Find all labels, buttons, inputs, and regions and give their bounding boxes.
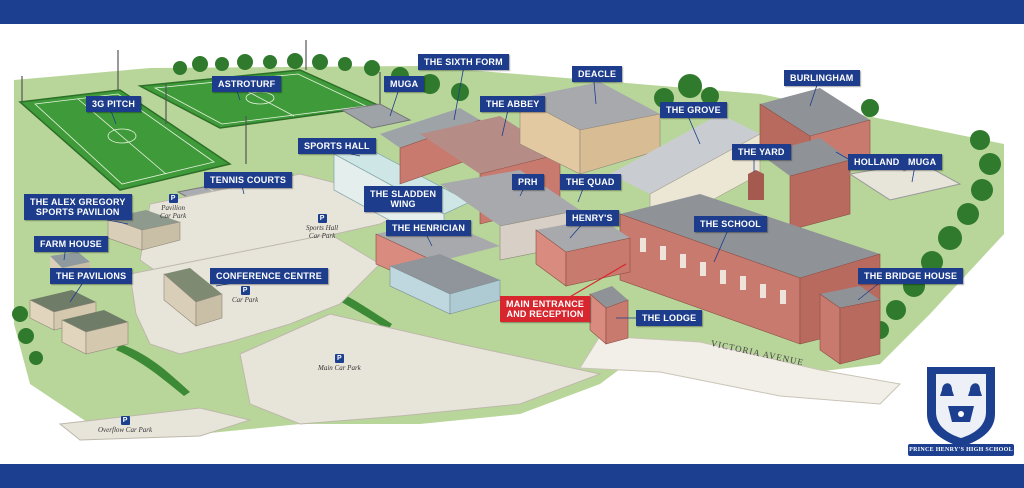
conference-car-park: P Car Park <box>232 286 258 304</box>
label-alex-gregory-line2: SPORTS PAVILION <box>35 207 120 217</box>
campus-map: 3G PITCH ASTROTURF THE SIXTH FORM MUGA D… <box>0 24 1024 464</box>
parking-icon: P <box>317 214 327 223</box>
label-sladden-wing[interactable]: THE SLADDEN WING <box>364 186 443 212</box>
label-holland[interactable]: HOLLAND <box>848 154 906 170</box>
pavilion-car-park: P Pavilion Car Park <box>160 194 186 220</box>
crest-ribbon: PRINCE HENRY'S HIGH SCHOOL <box>908 444 1014 456</box>
label-bridge-house[interactable]: THE BRIDGE HOUSE <box>858 268 964 284</box>
building-pavilions <box>29 290 129 355</box>
label-main-entrance[interactable]: MAIN ENTRANCE AND RECEPTION <box>500 296 591 322</box>
conference-car-park-label: Car Park <box>232 296 259 304</box>
parking-icon: P <box>120 416 130 425</box>
label-alex-gregory[interactable]: THE ALEX GREGORY SPORTS PAVILION <box>24 194 132 220</box>
parking-icon: P <box>240 286 250 295</box>
building-holland <box>760 138 851 231</box>
label-deacle[interactable]: DEACLE <box>572 66 623 82</box>
label-the-school[interactable]: THE SCHOOL <box>694 216 768 232</box>
label-leaders <box>63 65 917 319</box>
label-burlingham[interactable]: BURLINGHAM <box>784 70 860 86</box>
label-main-entrance-line1: MAIN ENTRANCE <box>506 299 585 309</box>
label-main-entrance-line2: AND RECEPTION <box>506 309 584 319</box>
sports-hall-car-park-line2: Car Park <box>308 232 336 240</box>
top-banner <box>0 0 1024 24</box>
label-astroturf[interactable]: ASTROTURF <box>212 76 282 92</box>
label-the-quad[interactable]: THE QUAD <box>560 174 621 190</box>
bottom-banner <box>0 464 1024 488</box>
sports-hall-car-park-line1: Sports Hall <box>306 224 339 232</box>
building-conference-centre <box>163 268 223 327</box>
label-tennis-courts[interactable]: TENNIS COURTS <box>204 172 293 188</box>
pitch-astroturf <box>137 69 383 129</box>
label-prh[interactable]: PRH <box>512 174 544 190</box>
label-the-henrician[interactable]: THE HENRICIAN <box>386 220 472 236</box>
sports-hall-car-park: P Sports Hall Car Park <box>306 214 338 240</box>
pavilion-car-park-line1: Pavilion <box>161 204 185 212</box>
school-crest: PRINCE HENRY'S HIGH SCHOOL <box>908 362 1014 462</box>
entrance-pointer <box>567 263 627 299</box>
tree-line-left <box>12 306 43 365</box>
label-sladden-line2: WING <box>390 199 416 209</box>
label-the-lodge[interactable]: THE LODGE <box>636 310 703 326</box>
label-the-grove[interactable]: THE GROVE <box>660 102 727 118</box>
building-bridge-house <box>819 286 881 365</box>
label-alex-gregory-line1: THE ALEX GREGORY <box>30 197 126 207</box>
victoria-avenue-road <box>579 335 902 405</box>
label-muga-right[interactable]: MUGA <box>902 154 943 170</box>
label-henrys[interactable]: HENRY'S <box>566 210 619 226</box>
overflow-car-park-label: Overflow Car Park <box>98 426 153 434</box>
pavilion-car-park-line2: Car Park <box>160 212 187 220</box>
label-the-pavilions[interactable]: THE PAVILIONS <box>50 268 133 284</box>
label-the-abbey[interactable]: THE ABBEY <box>480 96 546 112</box>
overflow-car-park: P Overflow Car Park <box>98 416 152 434</box>
tree-line-top <box>173 53 879 117</box>
label-sports-hall[interactable]: SPORTS HALL <box>298 138 376 154</box>
label-the-yard[interactable]: THE YARD <box>732 144 791 160</box>
parking-icon: P <box>334 354 344 363</box>
label-sixth-form[interactable]: THE SIXTH FORM <box>418 54 509 70</box>
label-conference-centre[interactable]: CONFERENCE CENTRE <box>210 268 328 284</box>
muga-court-top <box>340 103 412 129</box>
main-car-park-label: Main Car Park <box>318 364 361 372</box>
building-the-lodge <box>589 286 629 345</box>
label-sladden-line1: THE SLADDEN <box>370 189 437 199</box>
building-henrys <box>535 218 631 287</box>
label-muga-top[interactable]: MUGA <box>384 76 425 92</box>
building-deacle <box>519 82 661 175</box>
main-car-park: P Main Car Park <box>318 354 361 372</box>
label-farm-house[interactable]: FARM HOUSE <box>34 236 109 252</box>
crest-shield-icon <box>925 365 997 450</box>
map-illustration <box>12 40 1004 441</box>
floodlights <box>21 40 381 164</box>
parking-icon: P <box>168 194 178 203</box>
label-3g-pitch[interactable]: 3G PITCH <box>86 96 142 112</box>
